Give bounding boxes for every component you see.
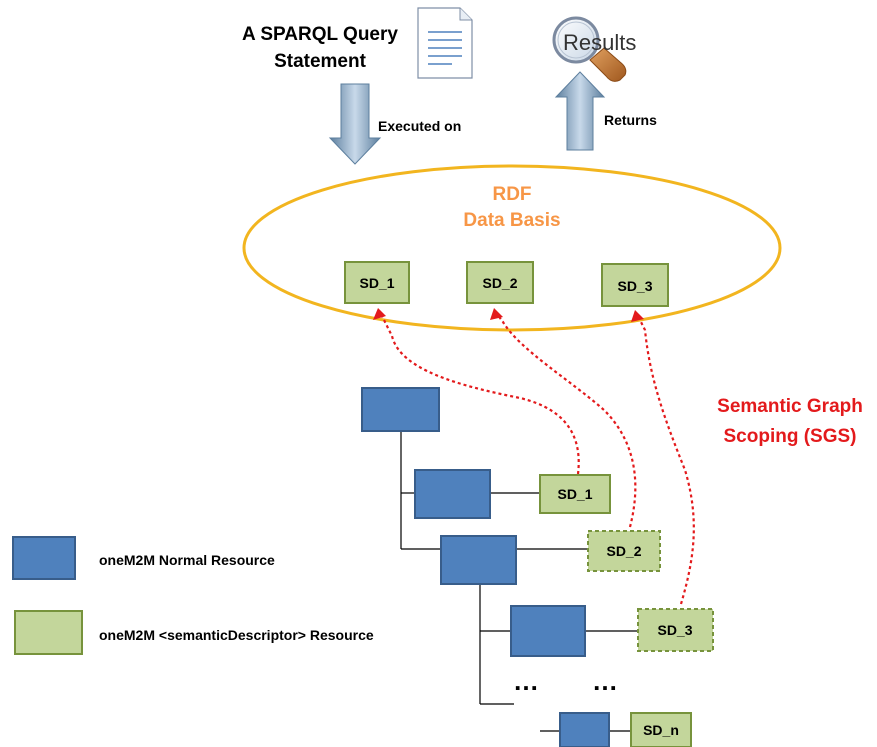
db-sd3-label: SD_3: [617, 278, 652, 294]
returns-arrow: [554, 71, 606, 151]
executed-on-label: Executed on: [378, 118, 461, 134]
tree-sd2-label: SD_2: [606, 543, 641, 559]
db-sd3-box: [601, 263, 669, 307]
ellipsis-dots-2: …: [592, 666, 618, 696]
results-label: Results: [563, 30, 636, 55]
sgs-label-line1: Semantic Graph: [717, 396, 863, 417]
returns-label: Returns: [604, 112, 657, 128]
document-icon: [417, 7, 473, 79]
tree-sd2-box: [587, 530, 661, 572]
tree-sdn-label: SD_n: [643, 722, 679, 738]
sgs-link-sd3: [637, 315, 695, 605]
executed-on-arrow: [328, 83, 382, 165]
sgs-links: [380, 313, 695, 605]
rdf-database-ellipse: [242, 164, 782, 332]
tree-sd1-label: SD_1: [557, 486, 592, 502]
sgs-label-line2: Scoping (SGS): [724, 426, 857, 447]
magnifier-icon: [552, 16, 627, 82]
tree-sd3-box: [637, 608, 714, 652]
resource-child-n-box: [559, 712, 610, 747]
tree-sd3-label: SD_3: [657, 622, 692, 638]
tree-lines: [400, 431, 638, 732]
tree-sdn-box: [630, 712, 692, 747]
legend-semantic-swatch: [14, 610, 83, 655]
database-label-line1: RDF: [492, 184, 531, 205]
legend-normal-label: oneM2M Normal Resource: [99, 552, 275, 568]
db-sd2-box: [466, 261, 534, 304]
db-sd1-box: [344, 261, 410, 304]
database-label-line2: Data Basis: [463, 210, 560, 231]
resource-child-3-box: [510, 605, 586, 657]
sgs-link-sd2: [496, 313, 637, 528]
legend-semantic-label: oneM2M <semanticDescriptor> Resource: [99, 627, 374, 643]
sgs-arrowheads: [373, 308, 644, 322]
resource-child-1-box: [414, 469, 491, 519]
db-sd2-label: SD_2: [482, 275, 517, 291]
sgs-link-sd1: [380, 313, 580, 475]
ellipsis-dots-1: …: [513, 666, 539, 696]
legend-normal-swatch: [12, 536, 76, 580]
tree-sd1-box: [539, 474, 611, 514]
db-sd1-label: SD_1: [359, 275, 394, 291]
query-title-line2: Statement: [274, 51, 367, 72]
query-title-line1: A SPARQL Query: [242, 24, 398, 45]
resource-root-box: [361, 387, 440, 432]
resource-child-2-box: [440, 535, 517, 585]
